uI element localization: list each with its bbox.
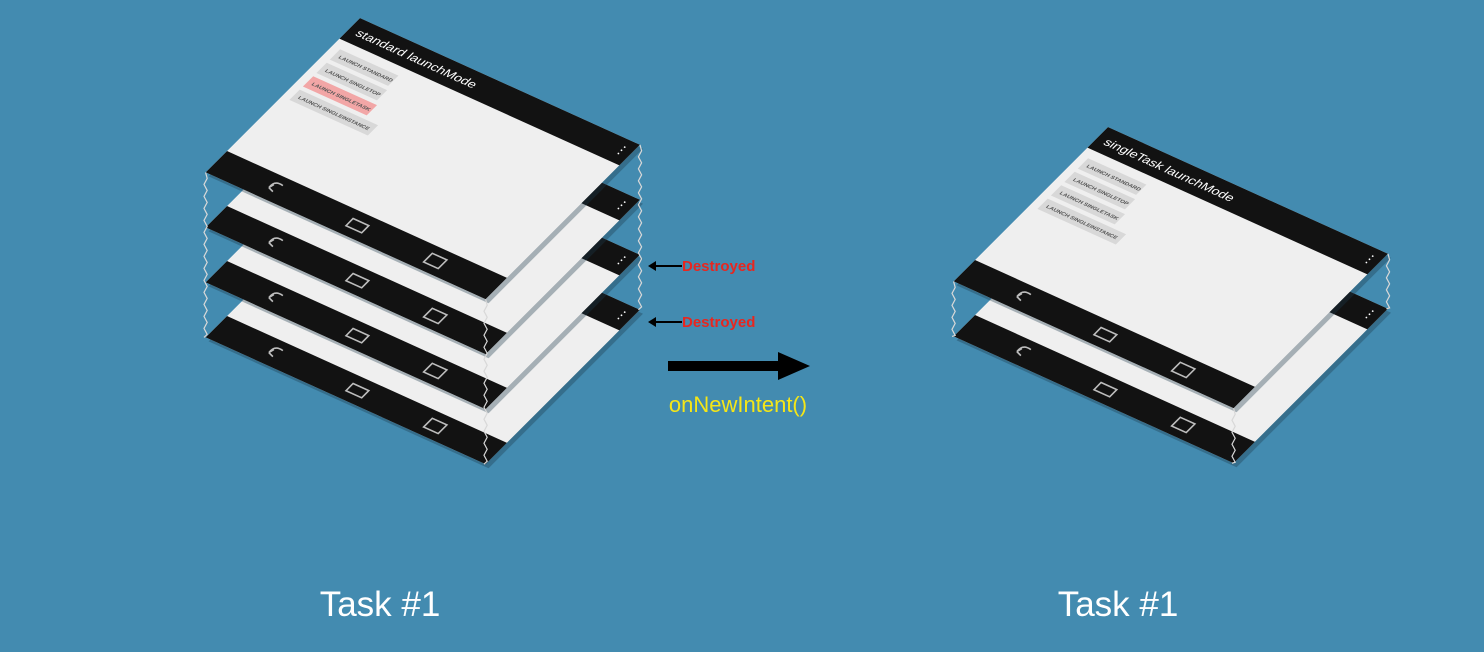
overflow-menu-icon[interactable] [617, 262, 620, 265]
destroyed-annotation-1: Destroyed [648, 256, 755, 276]
navigation-bar [205, 316, 507, 465]
launch-button[interactable] [329, 49, 399, 86]
back-icon[interactable] [1016, 291, 1032, 302]
arrow-left-icon [648, 315, 682, 329]
layer-connector [203, 172, 208, 338]
recents-icon[interactable] [422, 417, 449, 435]
back-icon[interactable] [1016, 346, 1032, 357]
back-icon[interactable] [268, 237, 284, 248]
recents-icon[interactable] [422, 307, 449, 325]
overflow-menu-icon[interactable] [623, 146, 626, 148]
overflow-menu-icon[interactable] [617, 152, 620, 155]
launch-button[interactable] [289, 89, 379, 136]
on-new-intent-label: onNewIntent() [668, 392, 808, 417]
recents-icon[interactable] [422, 252, 449, 270]
overflow-menu-icon[interactable] [1365, 261, 1368, 264]
overflow-menu-icon[interactable] [623, 201, 626, 203]
home-icon[interactable] [344, 382, 371, 399]
launch-button[interactable] [1064, 171, 1136, 210]
back-icon[interactable] [268, 347, 284, 358]
layer-connector [483, 299, 488, 465]
arrow-right-icon [668, 352, 812, 380]
layer-connector [637, 144, 643, 311]
overflow-menu-icon[interactable] [623, 256, 626, 258]
layer-connector [1231, 408, 1237, 464]
recents-icon[interactable] [422, 362, 449, 380]
action-bar [339, 18, 640, 166]
overflow-menu-icon[interactable] [1371, 255, 1374, 257]
task-caption-left: Task #1 [319, 585, 441, 624]
overflow-menu-icon[interactable] [620, 204, 623, 207]
launch-button[interactable] [316, 62, 388, 101]
navigation-bar [205, 261, 507, 410]
destroyed-label: Destroyed [682, 257, 756, 275]
launch-button[interactable] [1077, 158, 1147, 195]
overflow-menu-icon[interactable] [1368, 313, 1371, 316]
destroyed-annotation-2: Destroyed [648, 312, 755, 332]
layer-connector [1385, 253, 1391, 310]
navigation-bar [205, 151, 507, 300]
recents-icon[interactable] [1170, 416, 1197, 434]
overflow-menu-icon[interactable] [620, 149, 623, 152]
home-icon[interactable] [344, 272, 371, 289]
launch-button[interactable] [302, 76, 377, 116]
home-icon[interactable] [344, 327, 371, 344]
navigation-bar [205, 206, 507, 355]
destroyed-label: Destroyed [682, 313, 756, 331]
layer-connector [951, 281, 957, 337]
action-bar [1087, 127, 1388, 275]
launch-button[interactable] [1037, 198, 1127, 245]
overflow-menu-icon[interactable] [617, 317, 620, 320]
home-icon[interactable] [1092, 381, 1119, 398]
home-icon[interactable] [344, 217, 371, 234]
task-caption-right: Task #1 [1057, 585, 1179, 624]
recents-icon[interactable] [1170, 361, 1197, 379]
home-icon[interactable] [1092, 326, 1119, 343]
navigation-bar [953, 315, 1255, 464]
overflow-menu-icon[interactable] [623, 311, 626, 313]
overflow-menu-icon[interactable] [620, 314, 623, 317]
navigation-bar [953, 260, 1255, 409]
back-icon[interactable] [268, 182, 284, 193]
overflow-menu-icon[interactable] [620, 259, 623, 262]
overflow-menu-icon[interactable] [1371, 310, 1374, 312]
overflow-menu-icon[interactable] [617, 207, 620, 210]
launch-button[interactable] [1050, 185, 1125, 225]
back-icon[interactable] [268, 292, 284, 303]
arrow-left-icon [648, 259, 682, 273]
overflow-menu-icon[interactable] [1368, 258, 1371, 261]
overflow-menu-icon[interactable] [1365, 316, 1368, 319]
